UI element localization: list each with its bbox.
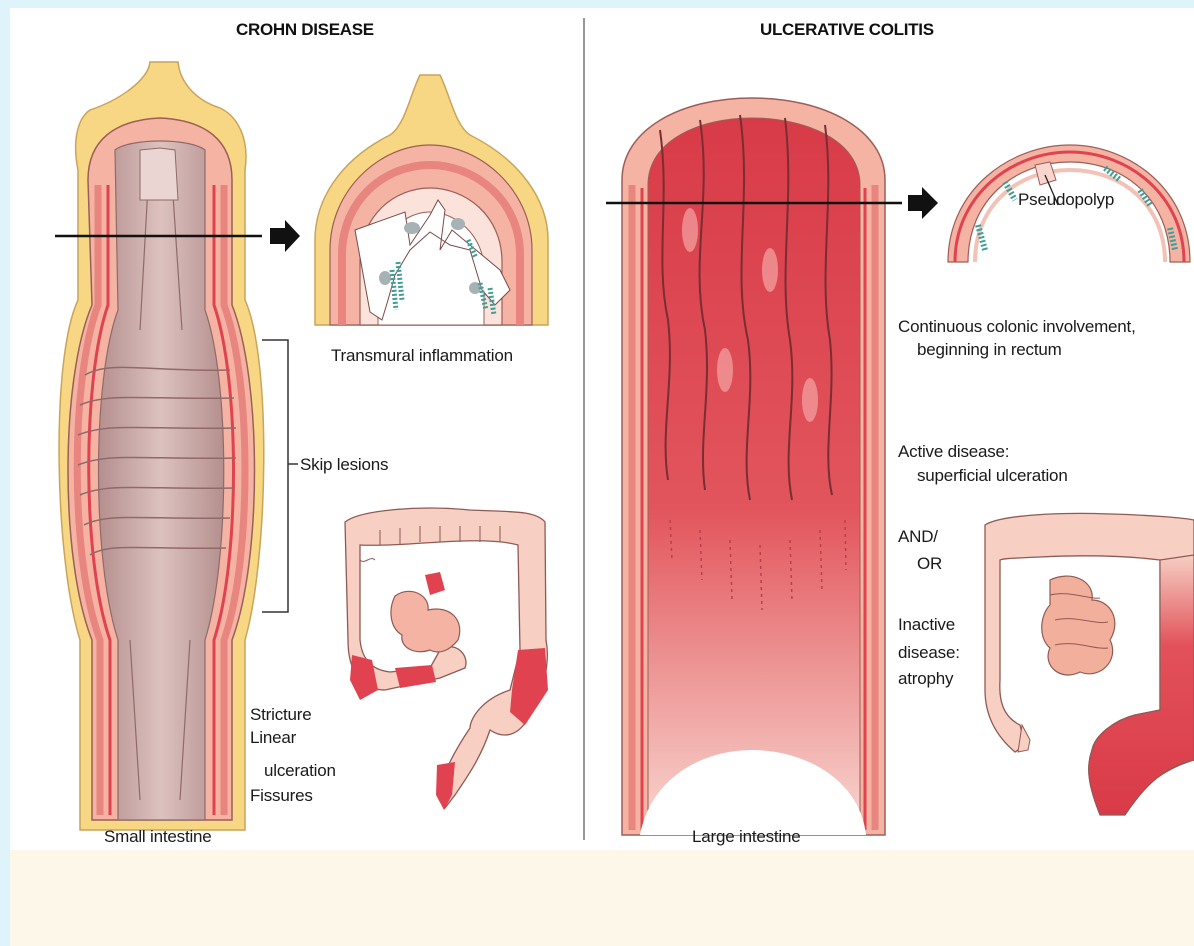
active-label-line2: superficial ulceration [917,465,1068,486]
stricture-label: Stricture [250,704,312,725]
fissures-label: Fissures [250,785,313,806]
ulceration-label: ulceration [264,760,336,781]
and-or-label-line2: OR [917,553,942,574]
transmural-cross-section [315,75,548,325]
skip-lesions-label: Skip lesions [300,454,388,475]
crohn-title: CROHN DISEASE [236,20,374,40]
small-intestine-label: Small intestine [104,826,212,847]
crohn-colon [345,508,548,810]
inactive-label-line1: Inactive [898,614,955,635]
footer-band [10,850,1194,946]
skip-lesions-bracket [262,340,298,612]
inactive-label-line2: disease: [898,642,960,663]
large-intestine-label: Large intestine [692,826,801,847]
continuous-label-line1: Continuous colonic involvement, [898,316,1136,337]
inactive-label-line3: atrophy [898,668,953,689]
large-intestine-figure [606,98,938,835]
continuous-label-line2: beginning in rectum [917,339,1062,360]
active-label-line1: Active disease: [898,441,1009,462]
uc-colon [985,513,1194,815]
pseudopolyp-label: Pseudopolyp [1018,189,1114,210]
uc-title: ULCERATIVE COLITIS [760,20,934,40]
and-or-label-line1: AND/ [898,526,938,547]
linear-label: Linear [250,727,296,748]
transmural-label: Transmural inflammation [331,345,513,366]
